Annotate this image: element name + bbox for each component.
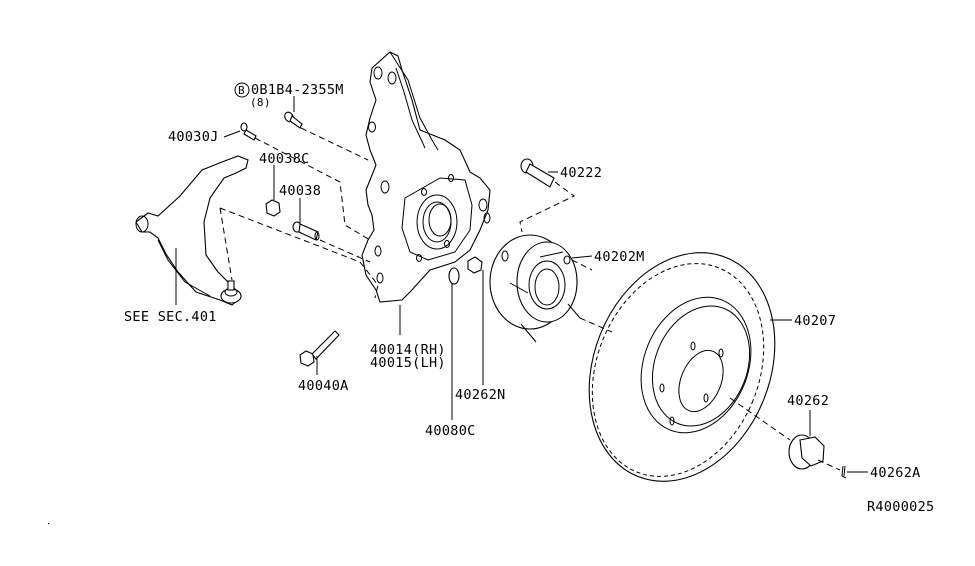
label-40080c[interactable]: 40080C — [425, 423, 476, 439]
label-40014-rh[interactable]: 40014(RH) — [370, 342, 446, 358]
lower-control-arm-drawing — [135, 155, 249, 306]
label-40262n[interactable]: 40262N — [455, 387, 506, 403]
label-40262a[interactable]: 40262A — [870, 465, 921, 481]
label-40038c[interactable]: 40038C — [259, 151, 310, 167]
steering-knuckle-drawing — [361, 51, 491, 303]
part-labels: B 0B1B4-2355M (8) 40030J 40038C 40038 SE… — [124, 82, 934, 515]
cotter-pin-40262a-drawing — [841, 465, 847, 479]
badge-letter: B — [238, 84, 245, 97]
reference-code: R4000025 — [867, 499, 934, 515]
label-40262[interactable]: 40262 — [787, 393, 829, 409]
label-40030j[interactable]: 40030J — [168, 129, 219, 145]
label-qty: (8) — [250, 96, 271, 109]
label-40222[interactable]: 40222 — [560, 165, 602, 181]
label-40207[interactable]: 40207 — [794, 313, 836, 329]
label-0b1b4-2355m[interactable]: 0B1B4-2355M — [251, 82, 344, 98]
hub-bearing-drawing — [489, 234, 581, 343]
leader-lines — [175, 96, 868, 473]
bolt-40030j-drawing — [240, 122, 257, 141]
orings-and-nut-drawing — [448, 256, 483, 285]
label-see-sec-401[interactable]: SEE SEC.401 — [124, 309, 217, 325]
bolt-40038-drawing — [292, 221, 320, 241]
assembly-lines — [219, 127, 841, 471]
label-40202m[interactable]: 40202M — [594, 249, 645, 265]
nut-40038c-drawing — [265, 199, 281, 217]
brake-rotor-drawing — [588, 252, 776, 482]
stray-dot — [48, 523, 50, 525]
label-40015-lh[interactable]: 40015(LH) — [370, 355, 446, 371]
bolt-0b1b4-drawing — [284, 111, 303, 129]
badge-circle-icon — [234, 82, 250, 98]
label-40038[interactable]: 40038 — [279, 183, 321, 199]
label-40040a[interactable]: 40040A — [298, 378, 349, 394]
axle-nut-40262-drawing — [788, 434, 825, 470]
hub-bolt-40222-drawing — [520, 158, 555, 188]
bolt-40040a-drawing — [299, 330, 340, 367]
